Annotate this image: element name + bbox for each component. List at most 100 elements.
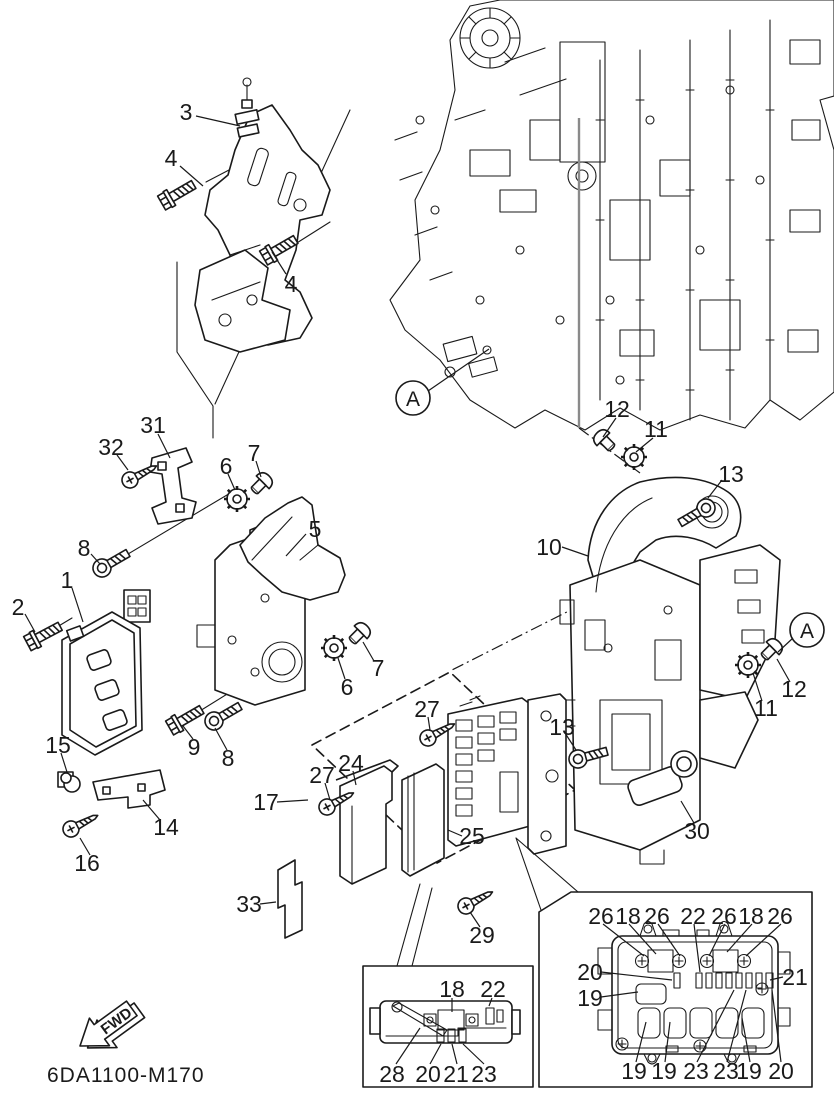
- part-label-14: 14: [153, 814, 179, 840]
- part-label-20: 20: [768, 1058, 794, 1084]
- socket-19: [635, 983, 667, 1005]
- part-label-11: 11: [644, 416, 668, 442]
- grommet-11: [619, 442, 649, 472]
- part-label-a: A: [406, 388, 420, 411]
- collar-7: [344, 618, 375, 649]
- part-label-11: 11: [754, 695, 778, 721]
- connector-block: [123, 589, 151, 623]
- part-label-20: 20: [577, 959, 603, 985]
- part-label-18: 18: [439, 976, 465, 1002]
- detail-box-small: [362, 965, 534, 1088]
- part-label-26: 26: [644, 903, 670, 929]
- part-label-26: 26: [767, 903, 793, 929]
- part-label-26: 26: [711, 903, 737, 929]
- part-label-16: 16: [74, 850, 100, 876]
- part-label-21: 21: [443, 1061, 469, 1087]
- bolt-8: [200, 697, 246, 735]
- part-label-27: 27: [414, 696, 440, 722]
- bracket-strap-31: [149, 447, 197, 525]
- part-label-1: 1: [61, 567, 74, 593]
- part-label-22: 22: [480, 976, 506, 1002]
- screw-16: [59, 807, 103, 841]
- part-label-33: 33: [236, 891, 262, 917]
- part-label-22: 22: [680, 903, 706, 929]
- part-label-12: 12: [604, 396, 630, 422]
- ecu-assembly: [22, 447, 375, 841]
- grommet-6: [319, 633, 349, 663]
- bracket-wing: [699, 544, 781, 701]
- part-label-27: 27: [309, 762, 335, 788]
- cover-24: [339, 765, 393, 885]
- part-label-19: 19: [577, 985, 603, 1011]
- part-label-2: 2: [12, 594, 25, 620]
- fuse-panel-body: [611, 935, 779, 1055]
- collar-12: [589, 425, 620, 456]
- part-label-19: 19: [736, 1058, 762, 1084]
- part-label-12: 12: [781, 676, 807, 702]
- part-label-9: 9: [188, 734, 201, 760]
- fuse-22: [485, 1007, 495, 1025]
- bolt-9: [164, 700, 207, 737]
- part-label-21: 21: [782, 964, 808, 990]
- part-label-18: 18: [738, 903, 764, 929]
- bolt-4: [156, 175, 199, 212]
- part-label-31: 31: [140, 412, 166, 438]
- label-sheet-33: [277, 859, 303, 939]
- fuse-20: [673, 972, 681, 989]
- part-label-23: 23: [713, 1058, 739, 1084]
- ecu-unit-1: [61, 611, 143, 756]
- grommet-6: [222, 484, 252, 514]
- clip-15: [57, 771, 81, 793]
- bolt-2: [22, 617, 66, 653]
- bracket-10-assembly: [559, 425, 787, 865]
- section-callout-a-right: [789, 612, 825, 648]
- bolt-8: [88, 544, 134, 582]
- mounting-bracket-3: [156, 77, 331, 353]
- engine-block: [389, 0, 834, 431]
- part-label-23: 23: [683, 1058, 709, 1084]
- part-label-32: 32: [98, 434, 124, 460]
- part-label-29: 29: [469, 922, 495, 948]
- bracket-body: [569, 559, 701, 851]
- part-label-6: 6: [341, 674, 354, 700]
- diagram-code: 6DA1100-M170: [47, 1064, 205, 1087]
- part-label-19: 19: [651, 1058, 677, 1084]
- part-label-4: 4: [285, 271, 298, 297]
- part-label-8: 8: [78, 535, 91, 561]
- fuse-21: [765, 972, 774, 989]
- fwd-arrow: FWD: [79, 1000, 146, 1049]
- part-label-23: 23: [471, 1061, 497, 1087]
- part-label-30: 30: [684, 818, 710, 844]
- part-label-5: 5: [309, 516, 322, 542]
- relay-18: [437, 1009, 465, 1031]
- part-label-28: 28: [379, 1061, 405, 1087]
- fuse-puller-28: [392, 1002, 448, 1037]
- part-label-18: 18: [615, 903, 641, 929]
- part-label-7: 7: [372, 655, 385, 681]
- part-label-25: 25: [459, 823, 485, 849]
- part-label-24: 24: [338, 750, 364, 776]
- section-callout-a-top: [395, 380, 431, 416]
- leader-lines: [24, 115, 794, 1065]
- collar-7: [246, 468, 277, 499]
- screw-29: [454, 884, 498, 918]
- bracket-14: [92, 769, 166, 809]
- part-label-6: 6: [220, 453, 233, 479]
- part-label-20: 20: [415, 1061, 441, 1087]
- part-label-26: 26: [588, 903, 614, 929]
- part-label-15: 15: [45, 732, 71, 758]
- part-label-17: 17: [253, 789, 279, 815]
- part-label-8: 8: [222, 745, 235, 771]
- part-label-a: A: [800, 620, 814, 643]
- fuse-25: [401, 763, 445, 877]
- part-label-10: 10: [536, 534, 562, 560]
- mount-plate: [527, 693, 567, 855]
- holder-30: [627, 750, 698, 806]
- bracket-fin: [699, 691, 759, 769]
- part-label-13: 13: [718, 461, 744, 487]
- part-label-13: 13: [549, 714, 575, 740]
- part-label-19: 19: [621, 1058, 647, 1084]
